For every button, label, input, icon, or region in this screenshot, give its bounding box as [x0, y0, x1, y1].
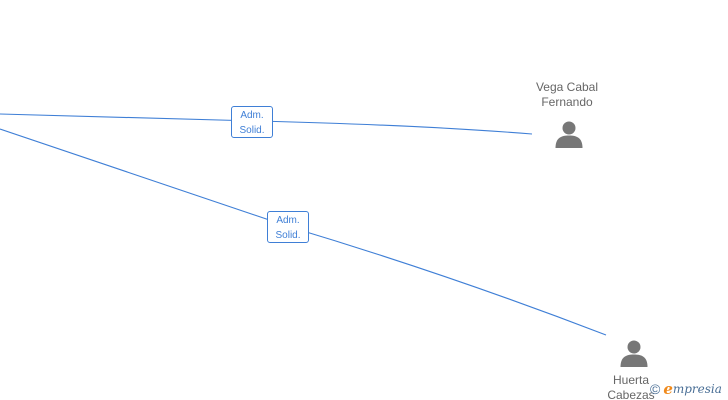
- edge-label-line2: Solid.: [239, 125, 265, 136]
- edge-label-adm-solid[interactable]: Adm. Solid.: [231, 106, 273, 138]
- edge-line-vega-cabal: [0, 113, 533, 135]
- copyright-symbol: ©: [650, 381, 661, 397]
- edge-label-line2: Solid.: [275, 230, 301, 241]
- brand-watermark: © e mpresia: [650, 379, 722, 399]
- node-name-line1: Vega Cabal: [535, 80, 599, 94]
- node-name-huerta-cabezas[interactable]: Huerta Cabezas: [596, 373, 666, 400]
- node-name-line1: Huerta: [612, 373, 650, 387]
- node-name-line2: Cabezas: [607, 388, 655, 400]
- edge-label-line1: Adm.: [240, 110, 264, 121]
- edge-label-adm-solid[interactable]: Adm. Solid.: [267, 211, 309, 243]
- edge-label-line1: Adm.: [276, 215, 300, 226]
- person-icon[interactable]: [619, 338, 649, 368]
- brand-logo-initial: e: [663, 380, 673, 398]
- brand-logo-text: mpresia: [672, 382, 722, 396]
- edge-line-huerta-cabezas: [0, 128, 607, 336]
- node-name-line2: Fernando: [541, 95, 593, 109]
- person-icon[interactable]: [554, 119, 584, 149]
- node-name-vega-cabal-fernando[interactable]: Vega Cabal Fernando: [527, 80, 607, 110]
